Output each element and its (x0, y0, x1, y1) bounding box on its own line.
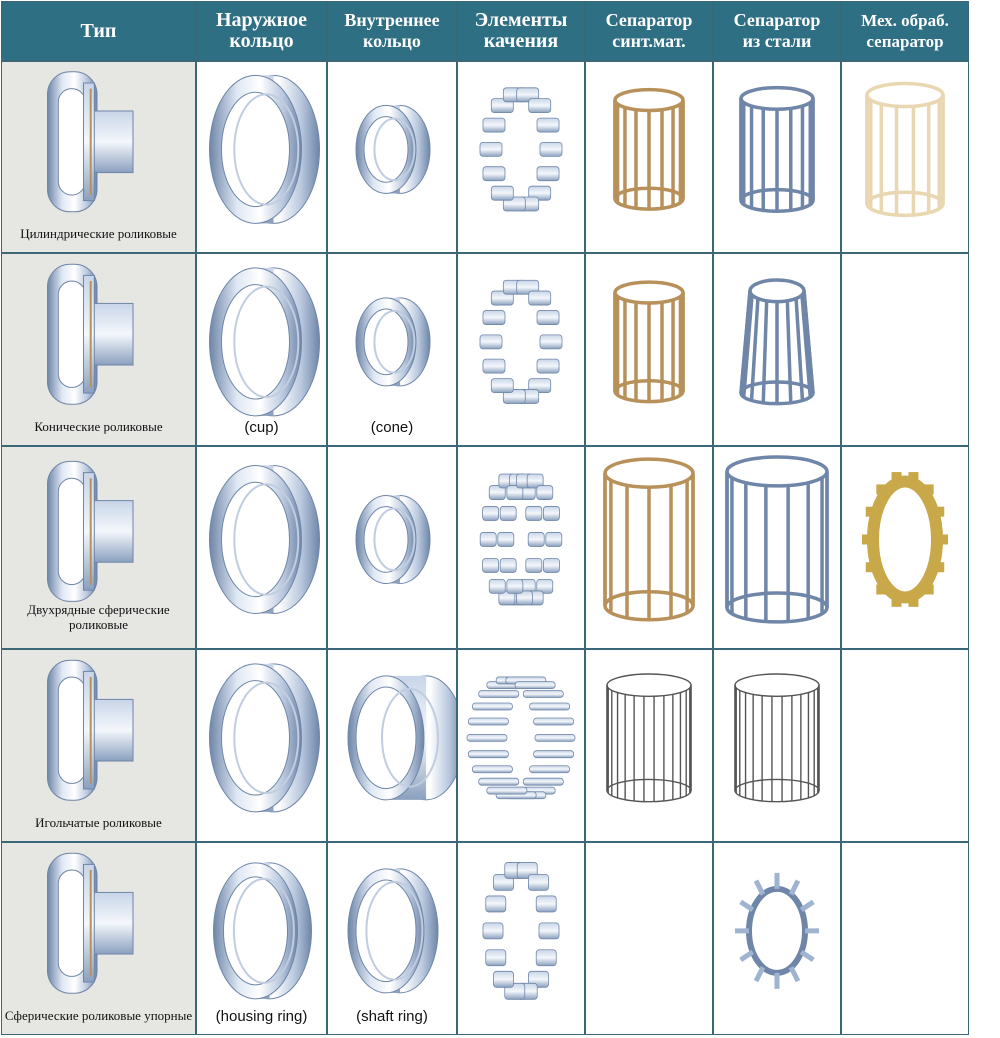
bearing-type-label: Двухрядные сферические роликовые (27, 602, 170, 632)
cell-r4-inner-ring (328, 650, 456, 841)
steel-cage-illustration (734, 673, 820, 803)
cell-r1-machined-cage (842, 62, 968, 252)
outer-ring-illustration (209, 464, 320, 614)
cell-r4-type: Игольчатые роликовые (2, 650, 195, 841)
cell-r5-machined-cage (842, 843, 968, 1034)
steel-cage-illustration (725, 455, 829, 624)
steel-cage-illustration (739, 85, 815, 213)
cell-r5-cage-polymer (586, 843, 712, 1034)
cell-r2-type: Конические роликовые (2, 254, 195, 445)
cell-r1-rolling-elements (458, 62, 584, 252)
cell-r4-outer-ring (197, 650, 326, 841)
outer-ring-illustration (209, 663, 320, 813)
rolling-elements-illustration (479, 279, 563, 404)
bearing-cutaway-illustration (47, 71, 134, 213)
polymer-cage-illustration (606, 673, 692, 803)
polymer-cage-illustration (613, 280, 685, 404)
inner-ring-illustration (347, 675, 456, 801)
cell-r4-cage-steel (714, 650, 840, 841)
cell-r4-machined-cage (842, 650, 968, 841)
cell-r4-cage-polymer (586, 650, 712, 841)
machined-cage-illustration (865, 81, 945, 218)
machined-cage-illustration (862, 472, 948, 607)
bearing-type-label: Сферические роликовые упорные (4, 1008, 193, 1023)
cell-r2-machined-cage (842, 254, 968, 445)
polymer-cage-illustration (613, 87, 685, 211)
header-type: Тип (2, 2, 195, 60)
steel-cage-illustration (739, 278, 815, 406)
cell-r1-inner-ring (328, 62, 456, 252)
rolling-elements-illustration (479, 87, 563, 212)
cell-r1-cage-polymer (586, 62, 712, 252)
cell-r2-cage-steel (714, 254, 840, 445)
rolling-elements-illustration (482, 862, 560, 1000)
outer-ring-caption: (housing ring) (215, 1008, 308, 1025)
steel-cage-illustration (735, 872, 819, 989)
cell-r1-outer-ring (197, 62, 326, 252)
cell-r5-type: Сферические роликовые упорные (2, 843, 195, 1034)
cell-r5-cage-steel (714, 843, 840, 1034)
polymer-cage-illustration (603, 457, 695, 622)
cell-r5-inner-ring: (shaft ring) (328, 843, 456, 1034)
cell-r5-outer-ring: (housing ring) (197, 843, 326, 1034)
header-machined-cage: Мех. обраб. сепаратор (842, 2, 968, 60)
bearing-cutaway-illustration (47, 659, 134, 801)
outer-ring-caption: (cup) (244, 419, 279, 436)
header-rolling-elements: Элементы качения (458, 2, 584, 60)
header-cage-steel: Сепаратор из стали (714, 2, 840, 60)
cell-r2-cage-polymer (586, 254, 712, 445)
bearing-cutaway-illustration (47, 460, 134, 602)
bearing-cutaway-illustration (47, 852, 134, 994)
header-inner-ring: Внутреннее кольцо (328, 2, 456, 60)
outer-ring-illustration (209, 74, 320, 224)
bearing-type-label: Цилиндрические роликовые (20, 226, 177, 241)
cell-r3-cage-polymer (586, 447, 712, 648)
cell-r2-rolling-elements (458, 254, 584, 445)
cell-r5-rolling-elements (458, 843, 584, 1034)
bearing-type-label: Игольчатые роликовые (35, 815, 162, 830)
cell-r3-machined-cage (842, 447, 968, 648)
cell-r4-rolling-elements (458, 650, 584, 841)
inner-ring-illustration (355, 104, 431, 194)
rolling-elements-illustration (479, 473, 563, 606)
bearing-cutaway-illustration (47, 263, 134, 405)
outer-ring-illustration (209, 267, 320, 417)
inner-ring-illustration (347, 868, 439, 994)
cell-r2-inner-ring: (cone) (328, 254, 456, 445)
cell-r3-type: Двухрядные сферические роликовые (2, 447, 195, 648)
inner-ring-illustration (355, 297, 431, 387)
cell-r3-outer-ring (197, 447, 326, 648)
cell-r2-outer-ring: (cup) (197, 254, 326, 445)
cell-r1-type: Цилиндрические роликовые (2, 62, 195, 252)
inner-ring-caption: (shaft ring) (356, 1008, 428, 1025)
cell-r3-cage-steel (714, 447, 840, 648)
rolling-elements-illustration (466, 676, 576, 800)
header-cage-polymer: Сепаратор синт.мат. (586, 2, 712, 60)
outer-ring-illustration (213, 862, 312, 1000)
cell-r3-rolling-elements (458, 447, 584, 648)
bearing-components-table: Тип Наружное кольцо Внутреннее кольцо Эл… (1, 1, 969, 1035)
header-outer-ring: Наружное кольцо (197, 2, 326, 60)
cell-r1-cage-steel (714, 62, 840, 252)
bearing-type-label: Конические роликовые (34, 419, 163, 434)
inner-ring-caption: (cone) (370, 419, 414, 436)
cell-r3-inner-ring (328, 447, 456, 648)
inner-ring-illustration (355, 494, 431, 584)
